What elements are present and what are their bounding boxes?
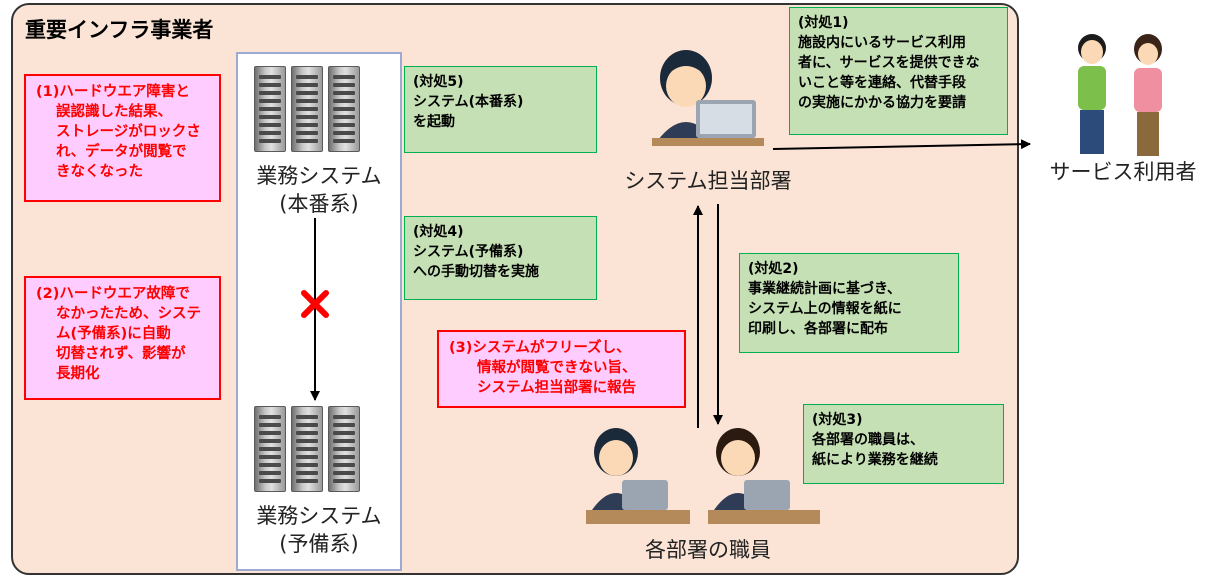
sys-dept-label: システム担当部署 [624, 169, 792, 193]
alert-box-1: (1)ハードウエア障害と 誤認識した結果、 ストレージがロックさ れ、データが閲… [24, 74, 221, 202]
failure-x-icon [301, 290, 329, 318]
org-title: 重要インフラ事業者 [25, 18, 214, 42]
alert-box-2: (2)ハードウエア故障で なかったため、システ ム(予備系)に自動 切替されず、… [24, 276, 221, 400]
person-icon [586, 428, 690, 524]
person-icon [1078, 34, 1106, 154]
backup-system-label: 業務システム (予備系) [256, 504, 382, 556]
prod-system-label: 業務システム (本番系) [256, 164, 382, 216]
action-box-5: (対処5) システム(本番系) を起動 [404, 66, 597, 153]
alert-box-3: (3)システムがフリーズし、 情報が閲覧できない旨、 システム担当部署に報告 [437, 330, 686, 408]
staff-label: 各部署の職員 [645, 538, 771, 562]
server-rack-icon [254, 66, 364, 156]
action-box-1: (対処1) 施設内にいるサービス利用 者に、サービスを提供できな いこと等を連絡… [789, 7, 1008, 135]
users-label: サービス利用者 [1049, 160, 1197, 184]
notify-arrow [772, 139, 1031, 150]
person-icon [652, 50, 764, 146]
action-box-3: (対処3) 各部署の職員は、 紙により業務を継続 [803, 404, 1004, 484]
server-rack-icon [254, 406, 364, 496]
person-icon [1134, 34, 1162, 156]
action-box-2: (対処2) 事業継続計画に基づき、 システム上の情報を紙に 印刷し、各部署に配布 [739, 253, 959, 353]
action-box-4: (対処4) システム(予備系) への手動切替を実施 [404, 216, 597, 300]
person-icon [708, 428, 820, 524]
